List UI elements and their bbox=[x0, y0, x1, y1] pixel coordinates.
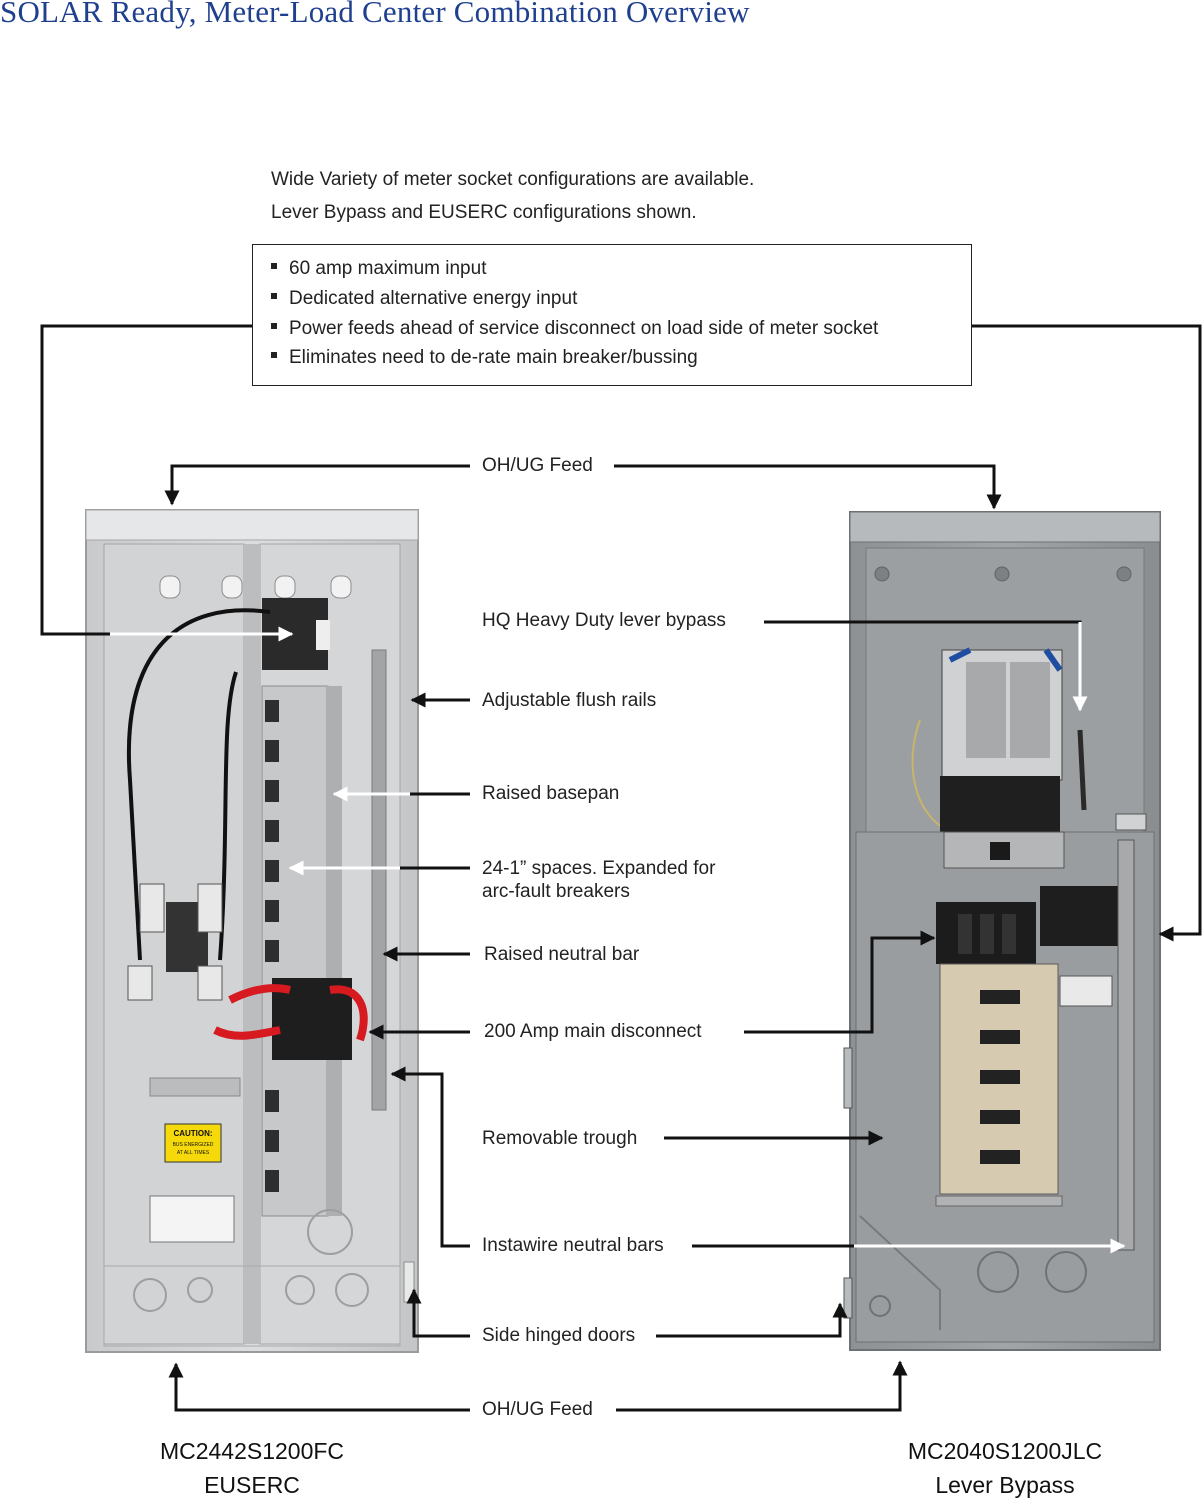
model-number-right: MC2040S1200JLC bbox=[907, 1438, 1103, 1464]
caution-label-line-2: AT ALL TIMES bbox=[177, 1150, 210, 1156]
connector-main-disconnect-right bbox=[744, 930, 936, 1034]
model-caption-left: MC2442S1200FC EUSERC bbox=[120, 1434, 384, 1502]
feature-box: 60 amp maximum input Dedicated alternati… bbox=[252, 244, 972, 386]
intro-line-1: Wide Variety of meter socket configurati… bbox=[271, 169, 755, 190]
model-number-left: MC2442S1200FC bbox=[159, 1438, 345, 1464]
bullet-icon bbox=[271, 322, 277, 329]
model-type-right: Lever Bypass bbox=[935, 1472, 1075, 1498]
label-spaces-line-2: arc-fault breakers bbox=[482, 881, 630, 902]
feature-item: 60 amp maximum input bbox=[271, 258, 486, 280]
connector-feed-bottom-left bbox=[168, 1362, 470, 1412]
label-raised-basepan: Raised basepan bbox=[482, 783, 620, 804]
bullet-icon bbox=[271, 262, 277, 269]
label-main-disconnect: 200 Amp main disconnect bbox=[484, 1021, 702, 1042]
label-oh-ug-feed-bottom: OH/UG Feed bbox=[482, 1399, 593, 1420]
connector-instawire-left bbox=[390, 1066, 470, 1248]
caution-label-title: CAUTION: bbox=[173, 1129, 212, 1138]
bullet-icon bbox=[271, 292, 277, 299]
label-removable-trough: Removable trough bbox=[482, 1128, 638, 1149]
feature-item: Power feeds ahead of service disconnect … bbox=[271, 318, 878, 340]
label-side-hinged-doors: Side hinged doors bbox=[482, 1325, 636, 1346]
feature-item: Eliminates need to de-rate main breaker/… bbox=[271, 347, 698, 369]
label-oh-ug-feed-top: OH/UG Feed bbox=[482, 455, 593, 476]
model-type-left: EUSERC bbox=[204, 1472, 300, 1498]
callout-connectors bbox=[40, 324, 1202, 1412]
label-flush-rails: Adjustable flush rails bbox=[482, 690, 657, 711]
label-spaces-line-1: 24-1” spaces. Expanded for bbox=[482, 858, 716, 879]
caution-label bbox=[164, 1123, 222, 1163]
label-neutral-bar: Raised neutral bar bbox=[484, 944, 640, 965]
lever-bypass-panel-illustration bbox=[843, 511, 1161, 1351]
connector-doors-right bbox=[656, 1302, 848, 1338]
euserc-panel-illustration: CAUTION: BUS ENERGIZED AT ALL TIMES bbox=[85, 509, 419, 1353]
connector-feed-top-right bbox=[614, 464, 1002, 510]
intro-line-2: Lever Bypass and EUSERC configurations s… bbox=[271, 202, 697, 223]
page-title: SOLAR Ready, Meter-Load Center Combinati… bbox=[0, 0, 750, 29]
connector-doors-left bbox=[406, 1288, 470, 1338]
label-instawire: Instawire neutral bars bbox=[482, 1235, 664, 1256]
caution-label-line-1: BUS ENERGIZED bbox=[173, 1142, 214, 1148]
bullet-icon bbox=[271, 351, 277, 358]
feature-item: Dedicated alternative energy input bbox=[271, 288, 577, 310]
connector-feed-bottom-right bbox=[616, 1360, 908, 1412]
connector-right-input bbox=[972, 324, 1202, 942]
connector-feed-top-left bbox=[164, 464, 470, 506]
label-lever-bypass: HQ Heavy Duty lever bypass bbox=[482, 610, 726, 631]
model-caption-right: MC2040S1200JLC Lever Bypass bbox=[874, 1434, 1136, 1502]
torque-label bbox=[149, 1195, 235, 1243]
